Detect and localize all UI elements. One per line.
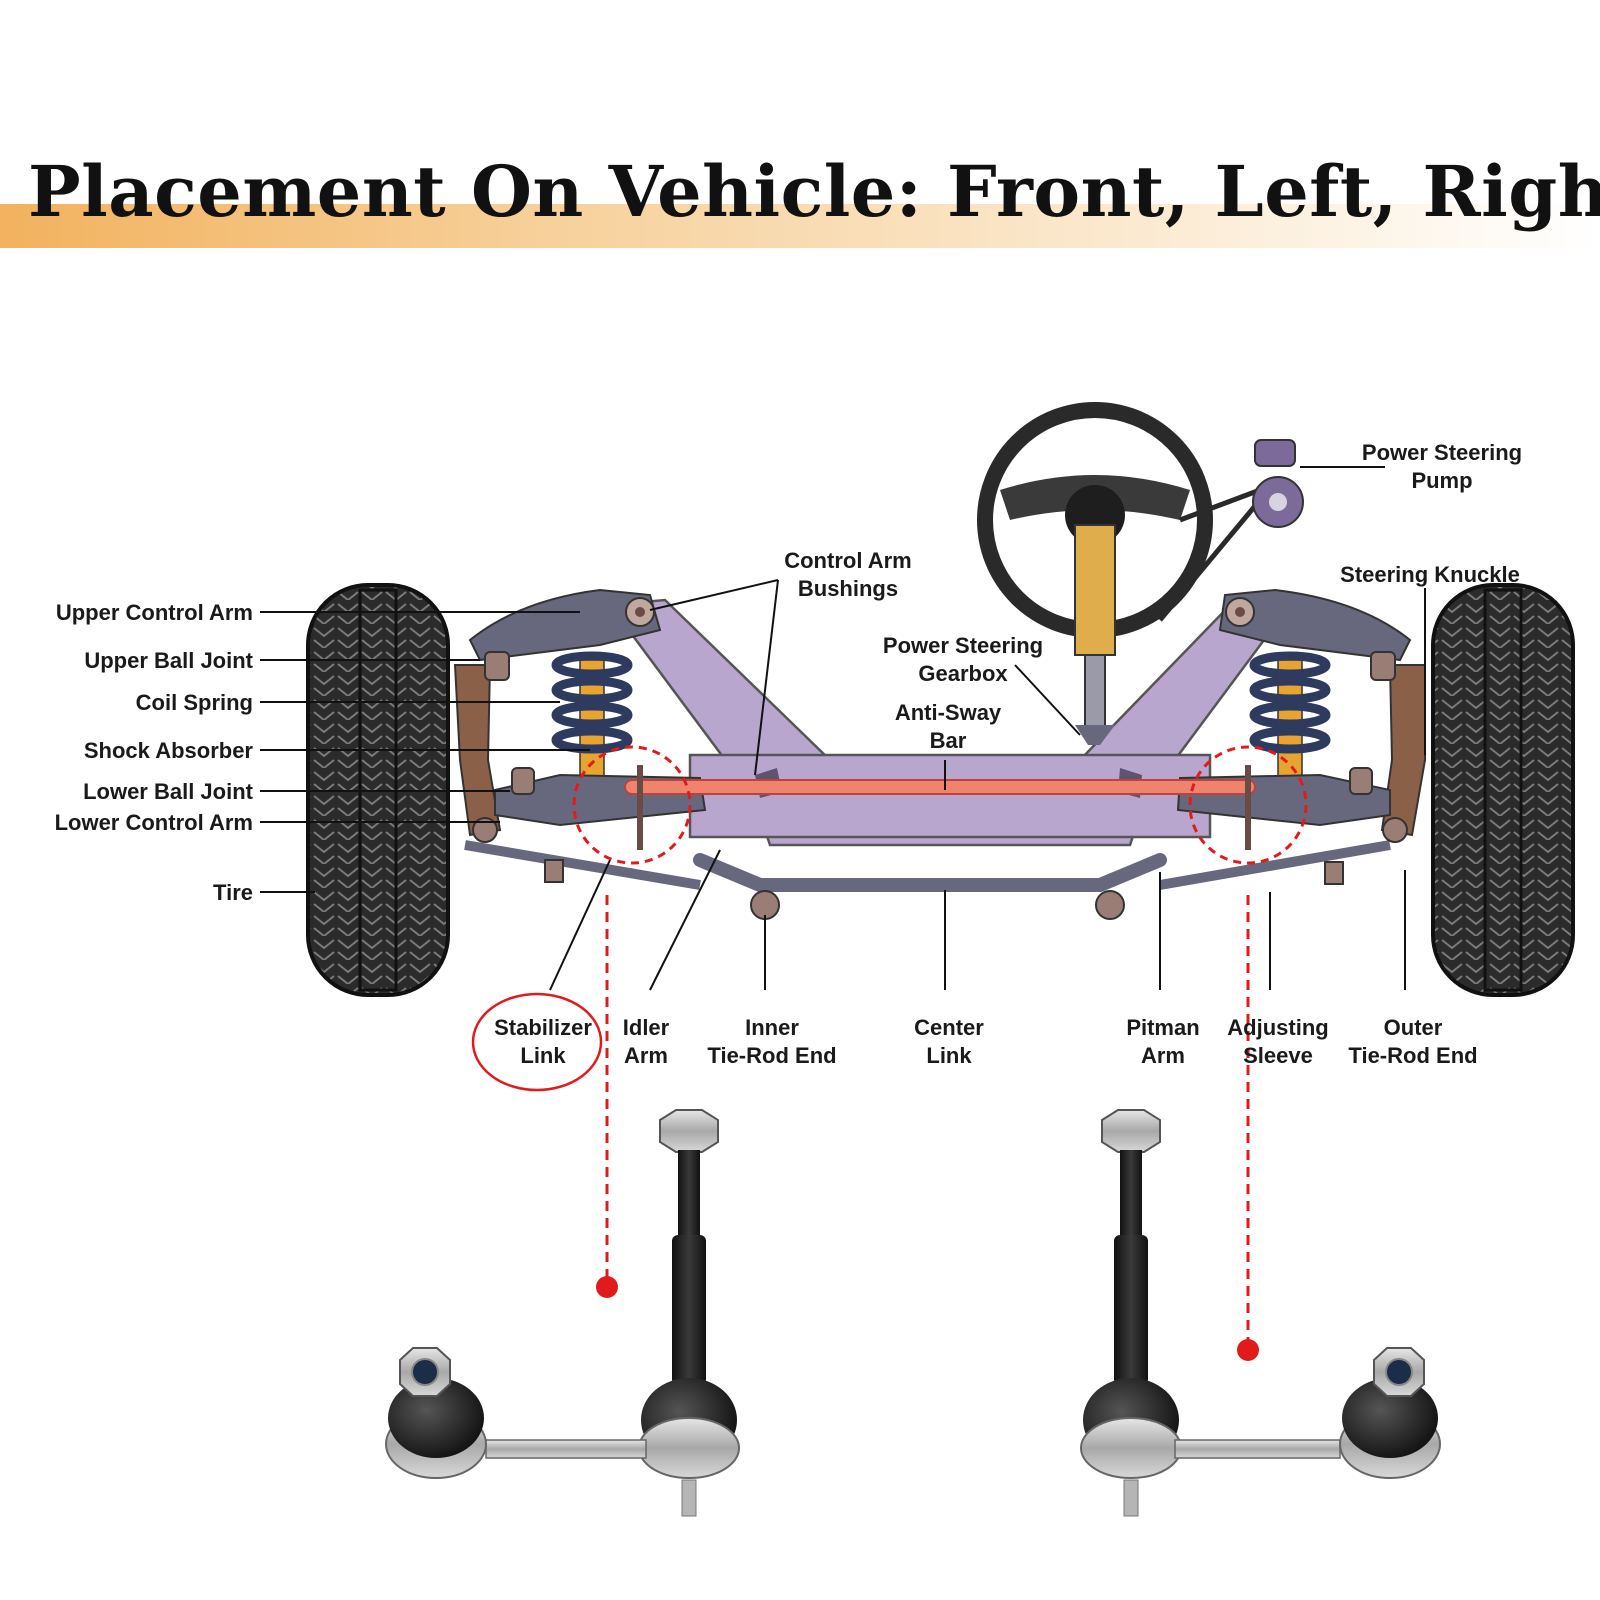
- label-shock-absorber: Shock Absorber: [84, 738, 254, 763]
- label-idler-arm-1: Idler: [623, 1015, 670, 1040]
- right-drop-dot: [1237, 1339, 1259, 1361]
- label-tire: Tire: [213, 880, 253, 905]
- label-power-steering-pump-1: Power Steering: [1362, 440, 1522, 465]
- label-inner-tie-rod-1: Inner: [745, 1015, 799, 1040]
- left-lower-ball-joint: [511, 767, 535, 795]
- label-adjusting-sleeve-2: Sleeve: [1243, 1043, 1313, 1068]
- label-inner-tie-rod-2: Tie-Rod End: [707, 1043, 836, 1068]
- steering-column: [1074, 524, 1116, 745]
- anti-sway-bar: [624, 779, 1256, 795]
- label-anti-sway-bar-1: Anti-Sway: [895, 700, 1002, 725]
- pitman-arm-joint: [1095, 890, 1125, 920]
- frame-center-block: [688, 753, 1212, 839]
- label-stabilizer-link-1: Stabilizer: [494, 1015, 592, 1040]
- stabilizer-link-label-circle: [471, 992, 603, 1092]
- left-upper-ball-joint: [484, 651, 510, 681]
- left-coil-spring: [551, 651, 633, 791]
- right-upper-ball-joint: [1370, 651, 1396, 681]
- label-pitman-arm-1: Pitman: [1126, 1015, 1199, 1040]
- left-stabilizer-link-product: [385, 1109, 740, 1517]
- label-control-arm-bushings-2: Bushings: [798, 576, 898, 601]
- right-stabilizer-link-product: [1080, 1109, 1441, 1517]
- label-outer-tie-rod-2: Tie-Rod End: [1348, 1043, 1477, 1068]
- label-stabilizer-link-2: Link: [520, 1043, 566, 1068]
- label-pitman-arm-2: Arm: [1141, 1043, 1185, 1068]
- label-center-link-2: Link: [926, 1043, 972, 1068]
- label-lower-control-arm: Lower Control Arm: [55, 810, 253, 835]
- right-tie-rod: [1159, 840, 1391, 890]
- title-highlight-band: [0, 204, 1600, 248]
- right-lower-ball-joint: [1349, 767, 1373, 795]
- label-center-link-1: Center: [914, 1015, 984, 1040]
- left-adjusting-sleeve: [544, 859, 564, 883]
- label-anti-sway-bar-2: Bar: [930, 728, 967, 753]
- page-title: Placement On Vehicle: Front, Left, Right: [28, 150, 1600, 233]
- right-coil-spring: [1249, 651, 1331, 791]
- label-coil-spring: Coil Spring: [136, 690, 253, 715]
- label-power-steering-gearbox-2: Gearbox: [918, 661, 1008, 686]
- right-bushing-center: [1235, 607, 1245, 617]
- center-link: [693, 853, 1167, 892]
- left-drop-dot: [596, 1276, 618, 1298]
- label-outer-tie-rod-1: Outer: [1384, 1015, 1443, 1040]
- left-outer-tie-rod-end: [472, 817, 498, 843]
- label-power-steering-gearbox-1: Power Steering: [883, 633, 1043, 658]
- left-highlight-circle: [572, 745, 692, 865]
- label-control-arm-bushings-1: Control Arm: [784, 548, 912, 573]
- right-outer-tie-rod-end: [1382, 817, 1408, 843]
- left-tie-rod: [464, 840, 701, 890]
- right-adjusting-sleeve: [1324, 861, 1344, 885]
- right-tire: [1431, 583, 1575, 997]
- inner-tie-rod-end: [750, 890, 780, 920]
- label-idler-arm-2: Arm: [624, 1043, 668, 1068]
- label-upper-ball-joint: Upper Ball Joint: [84, 648, 253, 673]
- label-power-steering-pump-2: Pump: [1411, 468, 1472, 493]
- label-upper-control-arm: Upper Control Arm: [56, 600, 253, 625]
- left-bushing-center: [635, 607, 645, 617]
- leader-lines: [260, 466, 1426, 991]
- left-upper-control-arm: [468, 588, 662, 662]
- right-upper-control-arm: [1218, 588, 1412, 662]
- label-lower-ball-joint: Lower Ball Joint: [83, 779, 254, 804]
- label-steering-knuckle: Steering Knuckle: [1340, 562, 1520, 587]
- power-steering-pump: [1158, 439, 1304, 622]
- right-highlight-circle: [1188, 745, 1308, 865]
- label-adjusting-sleeve-1: Adjusting: [1227, 1015, 1328, 1040]
